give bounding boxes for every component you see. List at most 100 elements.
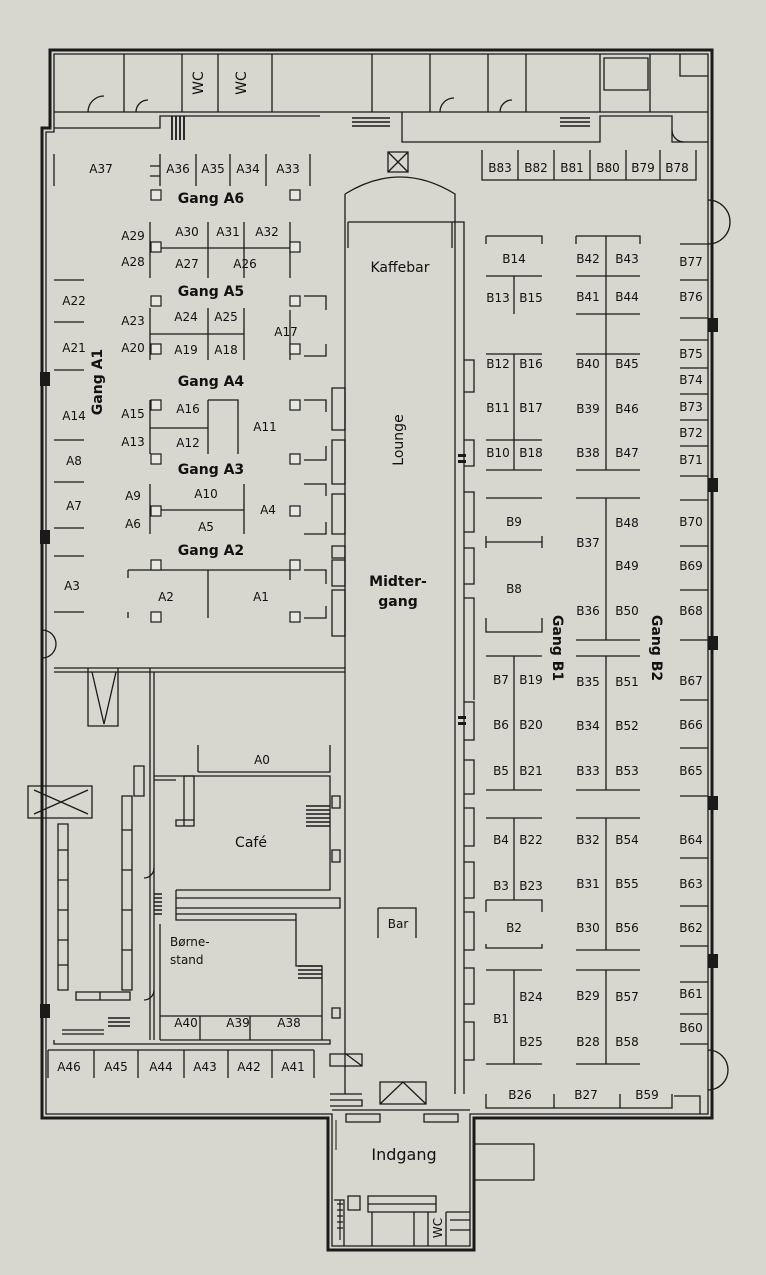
booth-label: A28 [121,255,144,269]
booth-label: B10 [486,446,510,460]
midtergang-label: gang [378,594,417,610]
booth-label: B58 [615,1035,639,1049]
booth-label: B2 [506,921,522,935]
kaffebar-label: Kaffebar [371,260,430,276]
booth-label: A33 [276,162,299,176]
booth-label: B75 [679,347,703,361]
booth-label: A36 [166,162,189,176]
booth-label: A32 [255,225,278,239]
walls [27,48,731,1252]
booth-label: B1 [493,1012,509,1026]
booth-label: A6 [125,517,141,531]
booth-label: B61 [679,987,703,1001]
booth-label: B36 [576,604,600,618]
booth-label: A25 [214,310,237,324]
booth-label: B80 [596,161,620,175]
booth-label: B44 [615,290,639,304]
aisle-label: Gang B1 [549,615,565,681]
booth-label: A43 [193,1060,216,1074]
booth-label: A1 [253,590,269,604]
booth-label: A16 [176,402,199,416]
booth-label: A3 [64,579,80,593]
booth-label: A4 [260,503,276,517]
booth-label: B17 [519,401,543,415]
booth-label: B70 [679,515,703,529]
booth-label: B43 [615,252,639,266]
booth-label: B6 [493,718,509,732]
indgang-label: Indgang [371,1145,436,1164]
booth-label: A9 [125,489,141,503]
booth-label: B38 [576,446,600,460]
booth-label: B28 [576,1035,600,1049]
borne-label: Børne- [170,935,210,949]
booth-label: A45 [104,1060,127,1074]
aisle-labels: Gang A6 Gang A5 Gang A4 Gang A3 Gang A2 … [90,191,664,681]
wc-label: WC [234,71,250,95]
booth-label: B9 [506,515,522,529]
booth-label: A10 [194,487,217,501]
booth-label: A41 [281,1060,304,1074]
booth-label: B4 [493,833,509,847]
aisle-label: Gang A1 [90,349,106,415]
booth-label: B13 [486,291,510,305]
booth-label: B32 [576,833,600,847]
booth-label: B19 [519,673,543,687]
booth-label: B63 [679,877,703,891]
booth-label: B67 [679,674,703,688]
aisle-label: Gang A4 [178,374,245,390]
booth-label: A40 [174,1016,197,1030]
booth-label: A13 [121,435,144,449]
booth-label: A26 [233,257,256,271]
booth-label: B20 [519,718,543,732]
booth-label: B31 [576,877,600,891]
booth-label: A15 [121,407,144,421]
booth-label: B45 [615,357,639,371]
wc-label: WC [191,71,207,95]
midtergang-label: Midter- [369,574,427,590]
booth-label: B8 [506,582,522,596]
aisle-label: Gang A2 [178,543,244,559]
booth-label: A11 [253,420,276,434]
booth-label: A22 [62,294,85,308]
booth-label: B25 [519,1035,543,1049]
booth-label: B7 [493,673,509,687]
booth-label: A42 [237,1060,260,1074]
bar-label: Bar [388,917,409,931]
lounge-label: Lounge [391,414,407,465]
area-labels: WC WC Kaffebar Lounge Midter- gang Café … [170,71,445,1238]
booth-label: B72 [679,426,703,440]
booth-label: A44 [149,1060,172,1074]
booth-label: B68 [679,604,703,618]
booth-label: A7 [66,499,82,513]
booth-label: A34 [236,162,259,176]
booth-label: B56 [615,921,639,935]
booth-label: A17 [274,325,297,339]
booth-label: B12 [486,357,510,371]
booth-label: A31 [216,225,239,239]
booth-label: A21 [62,341,85,355]
booth-label: B64 [679,833,703,847]
booth-label: B29 [576,989,600,1003]
wc-label: WC [431,1218,445,1238]
booth-label: B37 [576,536,600,550]
booth-label: B78 [665,161,689,175]
booth-label: B62 [679,921,703,935]
booth-label: A20 [121,341,144,355]
booth-label: B69 [679,559,703,573]
booth-label: A8 [66,454,82,468]
aisle-label: Gang A5 [178,284,244,300]
booth-label: A0 [254,753,270,767]
booth-label: B82 [524,161,548,175]
aisle-label: Gang A6 [178,191,244,207]
booth-label: B34 [576,719,600,733]
booth-label: B83 [488,161,512,175]
booth-label: B35 [576,675,600,689]
booth-label: B51 [615,675,639,689]
booth-label: A12 [176,436,199,450]
booth-label: A30 [175,225,198,239]
booth-label: B66 [679,718,703,732]
booth-label: B48 [615,516,639,530]
booth-label: B42 [576,252,600,266]
booth-label: A5 [198,520,214,534]
booth-label: A23 [121,314,144,328]
